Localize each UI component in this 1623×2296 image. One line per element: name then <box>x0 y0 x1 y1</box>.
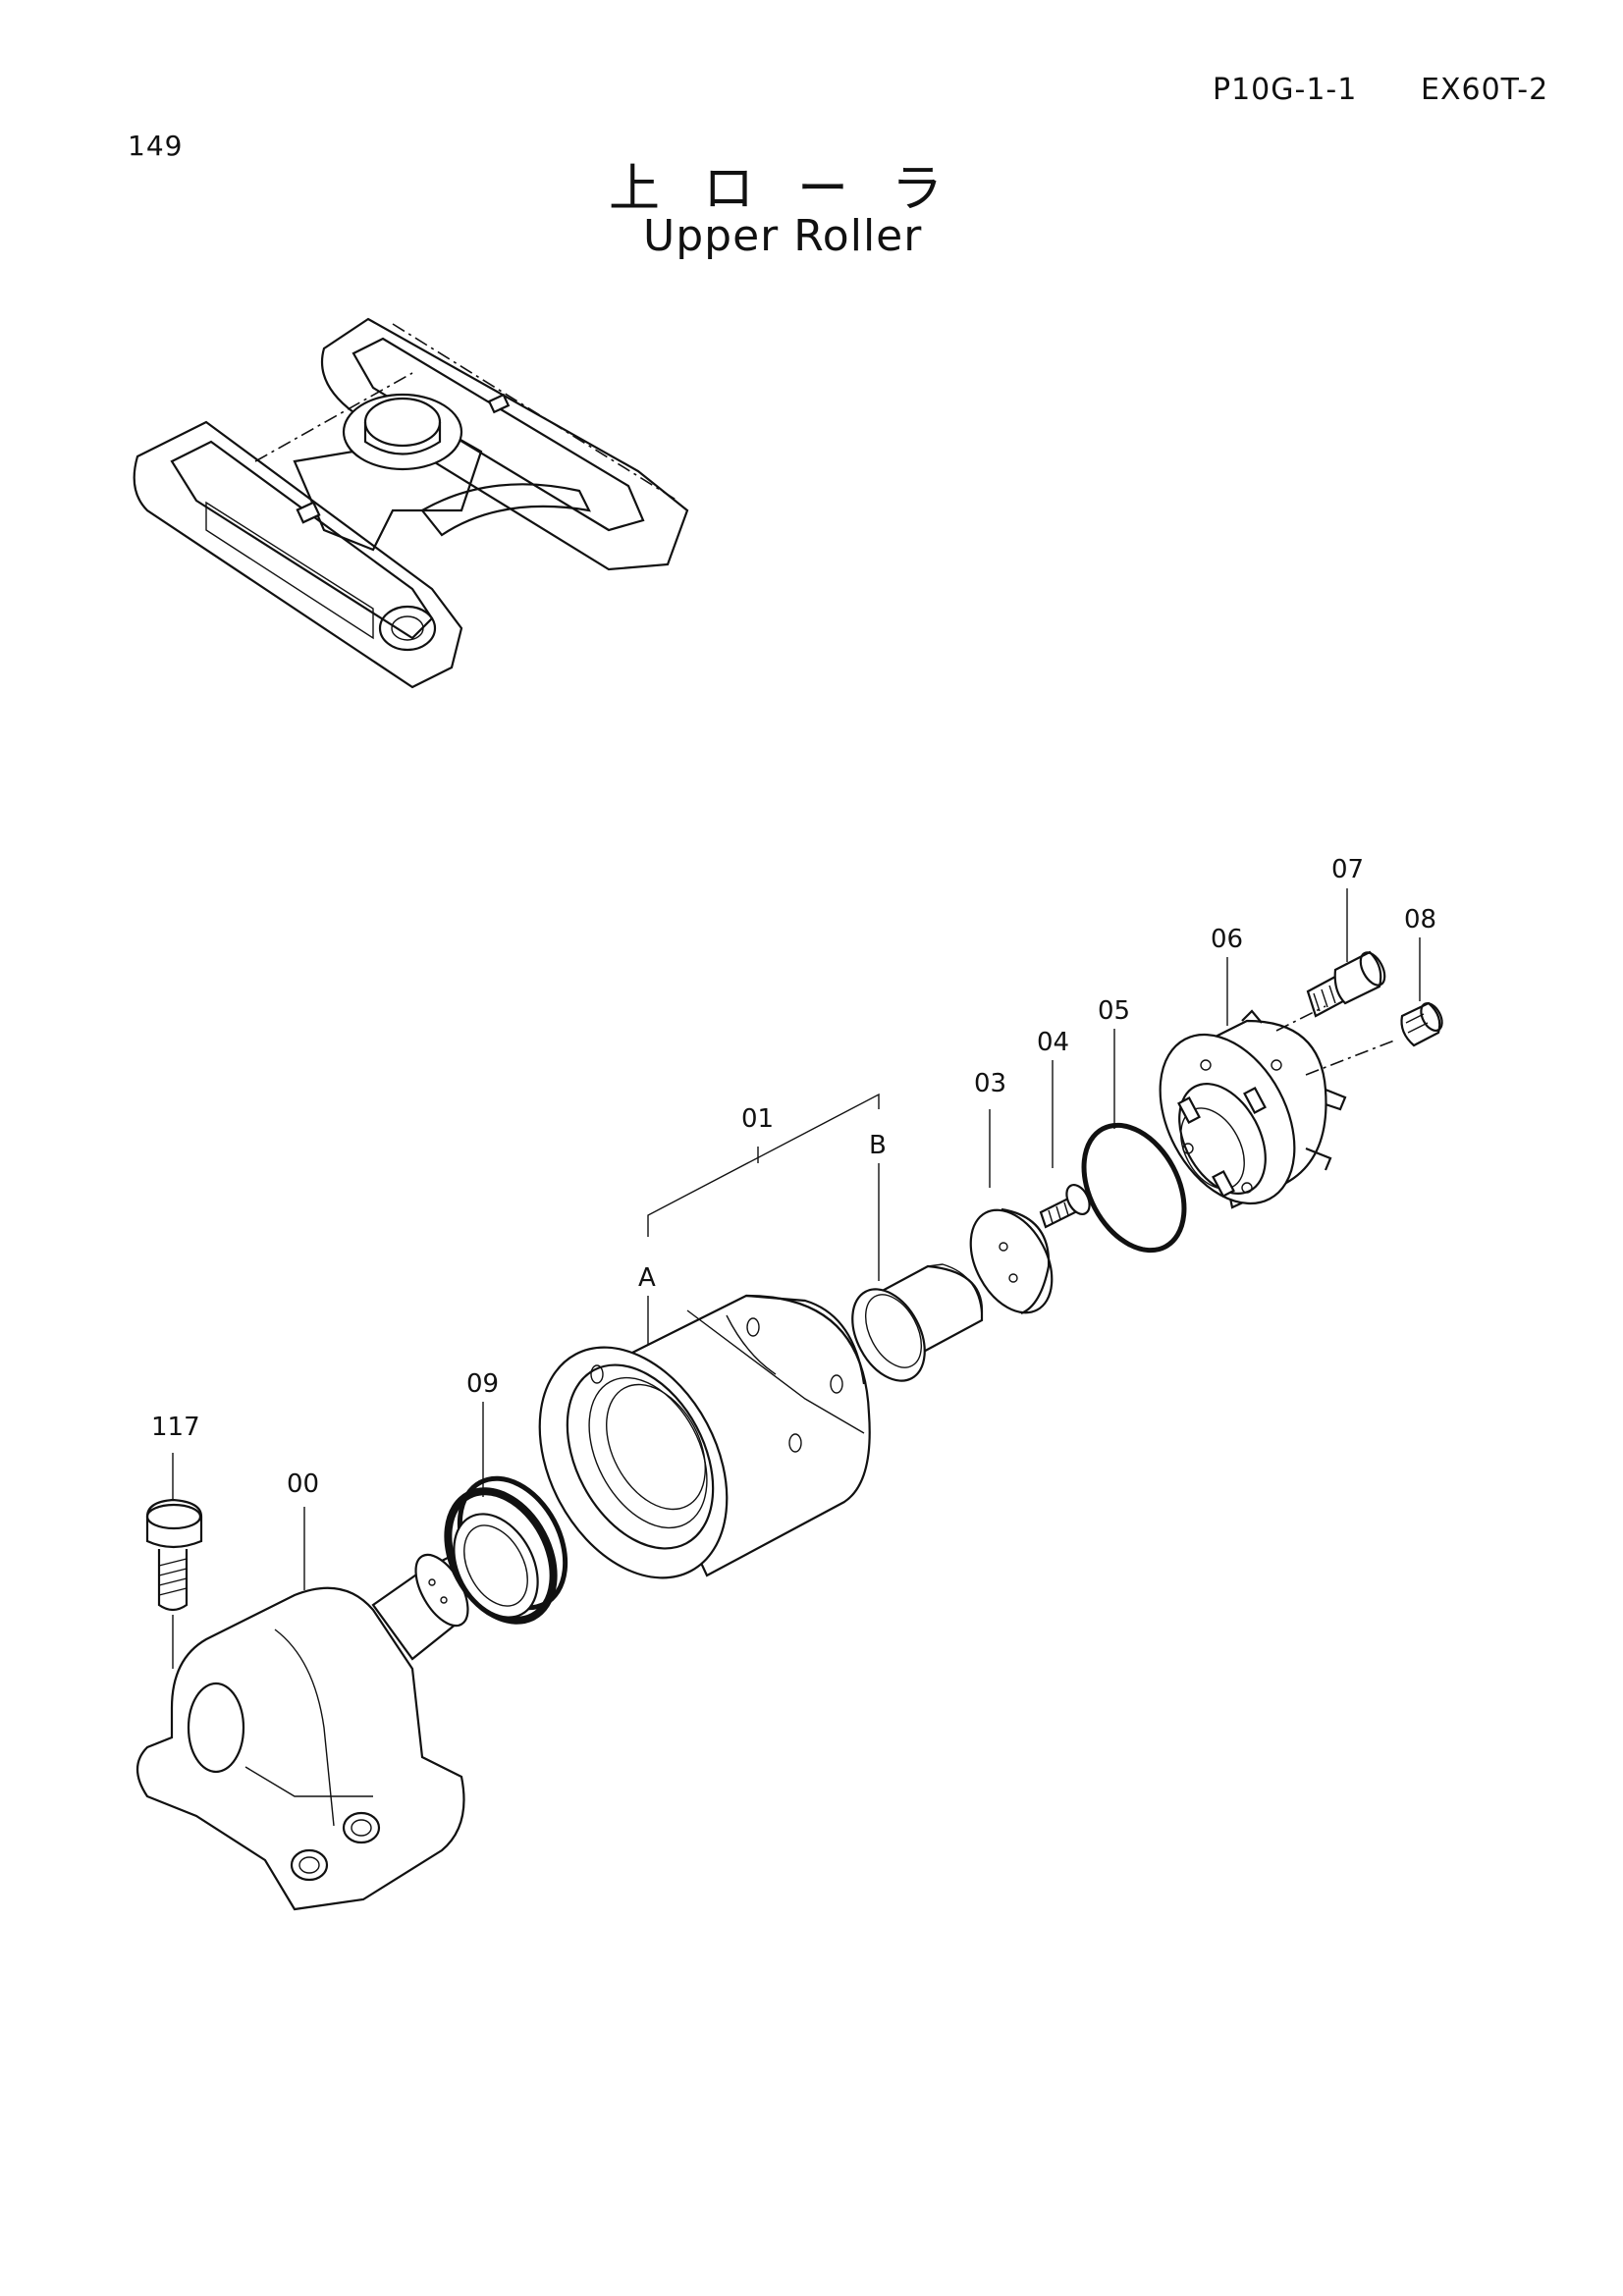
part-01a-roller <box>538 1294 871 1579</box>
label-07: 07 <box>1331 855 1364 884</box>
label-117: 117 <box>151 1413 200 1442</box>
reference-code: P10G-1-1 <box>1213 73 1358 107</box>
label-06: 06 <box>1211 925 1243 954</box>
undercarriage-location-view <box>133 317 689 689</box>
label-03: 03 <box>974 1069 1006 1098</box>
label-01a: A <box>638 1263 656 1293</box>
part-05-o-ring <box>1081 1122 1187 1254</box>
part-07-bolt <box>1306 950 1386 1018</box>
model-code: EX60T-2 <box>1421 73 1549 107</box>
part-08-plug <box>1400 1001 1443 1047</box>
label-01b: B <box>869 1131 887 1160</box>
label-01: 01 <box>741 1104 774 1134</box>
label-04: 04 <box>1037 1028 1069 1057</box>
label-00: 00 <box>287 1469 319 1499</box>
page-number: 149 <box>128 130 184 162</box>
part-04-screw <box>1039 1184 1091 1229</box>
part-06-cover <box>1159 1009 1347 1209</box>
title-japanese: 上ローラ <box>609 160 987 219</box>
label-05: 05 <box>1098 996 1130 1026</box>
label-08: 08 <box>1404 905 1436 934</box>
leader-lines <box>172 888 1421 1669</box>
part-03-thrust-plate <box>969 1207 1054 1315</box>
part-01b-bushing <box>851 1263 984 1382</box>
part-09-floating-seal <box>444 1475 568 1625</box>
part-117-bolt <box>145 1498 203 1612</box>
label-09: 09 <box>466 1369 499 1399</box>
part-00-bracket-shaft <box>135 1549 469 1911</box>
part-labels: 117 00 09 01 A B 03 04 05 06 07 08 <box>151 855 1436 1499</box>
title-english: Upper Roller <box>643 211 923 261</box>
